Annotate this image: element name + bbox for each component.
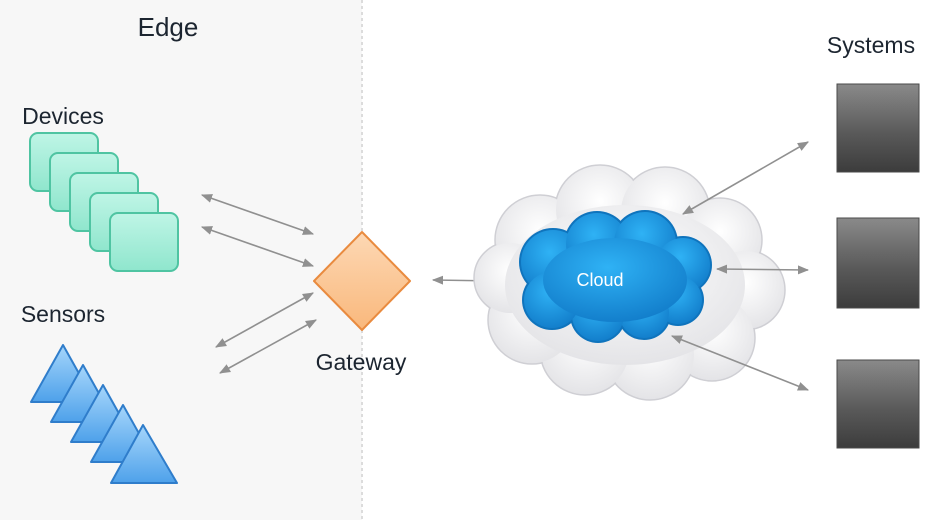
edge-panel: [0, 0, 362, 520]
gateway-diamond: [313, 231, 411, 331]
inner-cloud: Cloud: [519, 210, 712, 343]
sensors-stack: [30, 344, 178, 484]
system-box: [836, 83, 920, 173]
cloud-label: Cloud: [576, 270, 623, 290]
cloud-systems-arrows: [670, 141, 810, 391]
cloud-system-arrow: [682, 141, 809, 215]
devices-label: Devices: [22, 103, 104, 129]
devices-stack: [29, 132, 179, 272]
system-box: [836, 217, 920, 309]
gateway-label: Gateway: [316, 349, 407, 375]
sensors-gateway-arrow: [219, 319, 317, 374]
systems-column: [836, 83, 920, 449]
systems-label: Systems: [827, 32, 915, 58]
sensor-triangle: [110, 424, 178, 484]
devices-gateway-arrow: [200, 226, 315, 267]
sensors-label: Sensors: [21, 301, 105, 327]
cloud-system-arrow: [670, 335, 810, 391]
cloud-system-arrow: [715, 264, 810, 275]
device-card: [109, 212, 179, 272]
system-box: [836, 359, 920, 449]
edge-label: Edge: [138, 12, 199, 42]
